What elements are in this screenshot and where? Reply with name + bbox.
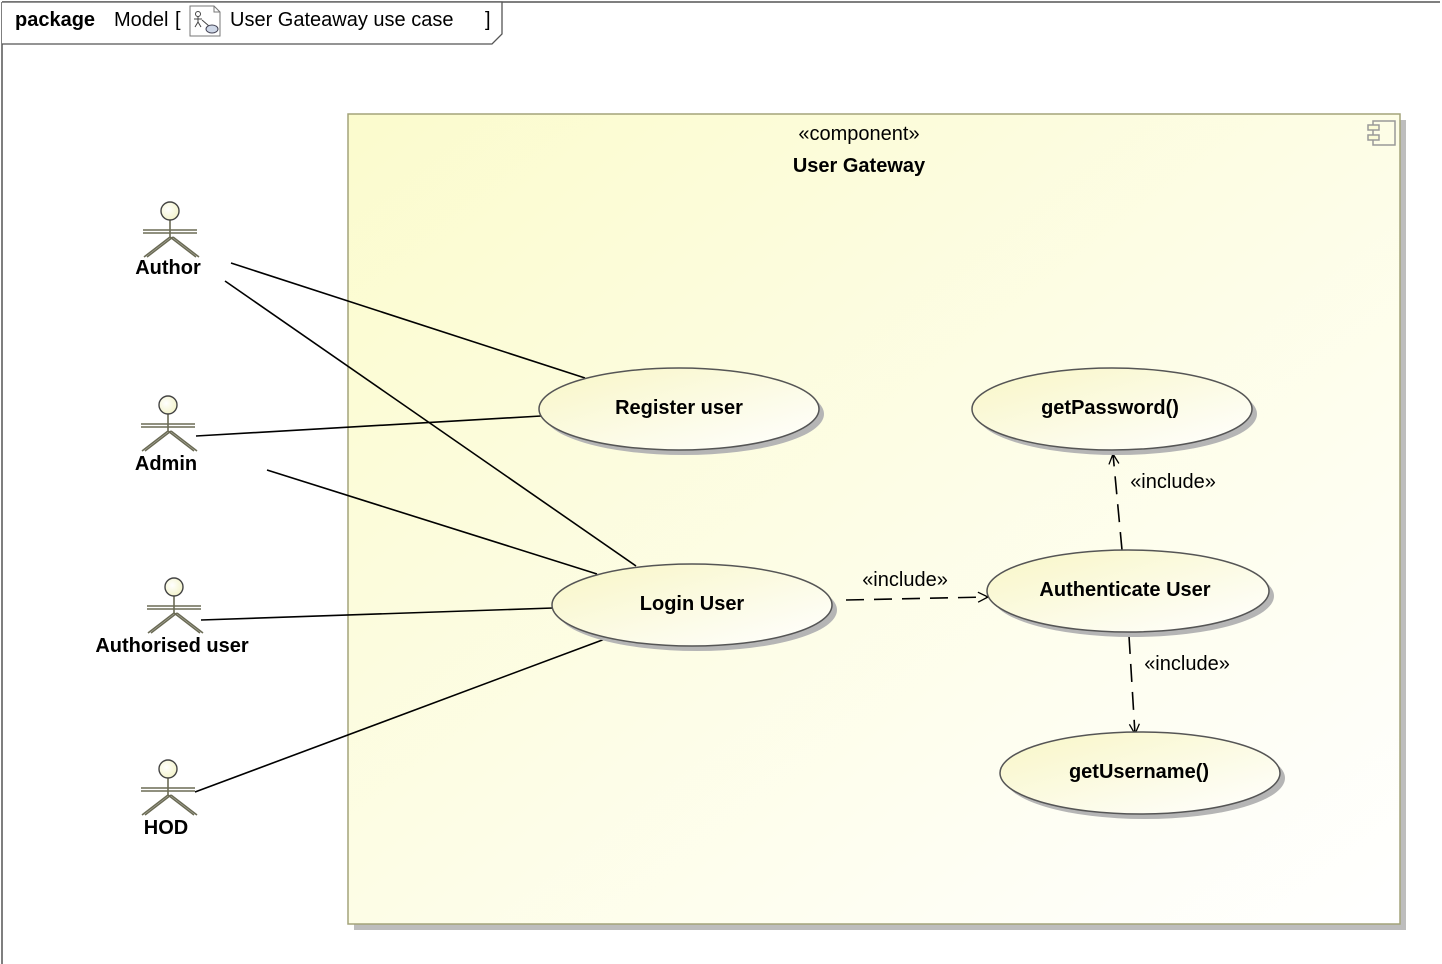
actor-label: Admin <box>135 453 197 475</box>
usecase-label: getUsername() <box>1069 761 1209 783</box>
frame-model: Model <box>114 9 168 31</box>
include-authenticate-getusername <box>1128 635 1135 734</box>
actor-authorised-user[interactable]: Authorised user <box>95 577 249 657</box>
usecase-label: Authenticate User <box>1039 579 1210 601</box>
frame-keyword: package <box>15 9 95 31</box>
usecase-label: getPassword() <box>1041 397 1179 419</box>
usecase-login-user[interactable]: Login User <box>551 563 837 651</box>
association-author-register <box>230 262 586 379</box>
association-authorised-login <box>200 607 554 621</box>
actor-admin[interactable]: Admin <box>135 395 198 475</box>
actor-label: HOD <box>144 817 188 839</box>
association-author-login <box>224 280 637 567</box>
component-name: User Gateway <box>793 155 926 177</box>
include-label-login-authenticate: «include» <box>862 569 948 591</box>
association-admin-register <box>195 415 542 437</box>
frame-bracket-open: [ <box>175 9 181 31</box>
include-relations <box>845 454 1135 734</box>
usecase-getpassword[interactable]: getPassword() <box>971 367 1257 455</box>
actor-stick-figure-icon <box>141 395 198 452</box>
associations <box>194 262 637 793</box>
actor-label: Author <box>135 257 201 279</box>
frame-diagram-name: User Gateaway use case <box>230 9 453 31</box>
use-case-diagram-icon <box>189 5 221 37</box>
usecase-authenticate-user[interactable]: Authenticate User <box>986 549 1274 637</box>
actor-stick-figure-icon <box>141 759 198 816</box>
association-admin-login <box>266 469 598 575</box>
usecase-label: Login User <box>640 593 745 615</box>
actor-label: Authorised user <box>95 635 249 657</box>
actor-author[interactable]: Author <box>135 201 201 279</box>
component-stereotype: «component» <box>798 123 919 145</box>
frame-bracket-close: ] <box>485 9 491 31</box>
component-icon <box>1367 120 1396 146</box>
usecase-getusername[interactable]: getUsername() <box>999 731 1285 819</box>
actor-stick-figure-icon <box>143 201 200 258</box>
include-label-authenticate-getusername: «include» <box>1144 653 1230 675</box>
association-hod-login <box>194 638 606 793</box>
include-authenticate-getpassword <box>1113 454 1123 551</box>
actor-hod[interactable]: HOD <box>141 759 198 839</box>
usecase-label: Register user <box>615 397 743 419</box>
usecase-register-user[interactable]: Register user <box>538 367 824 455</box>
component-user-gateway[interactable]: «component» User Gateway <box>347 113 1406 930</box>
actor-stick-figure-icon <box>147 577 204 634</box>
include-login-authenticate <box>845 597 988 600</box>
include-label-authenticate-getpassword: «include» <box>1130 471 1216 493</box>
